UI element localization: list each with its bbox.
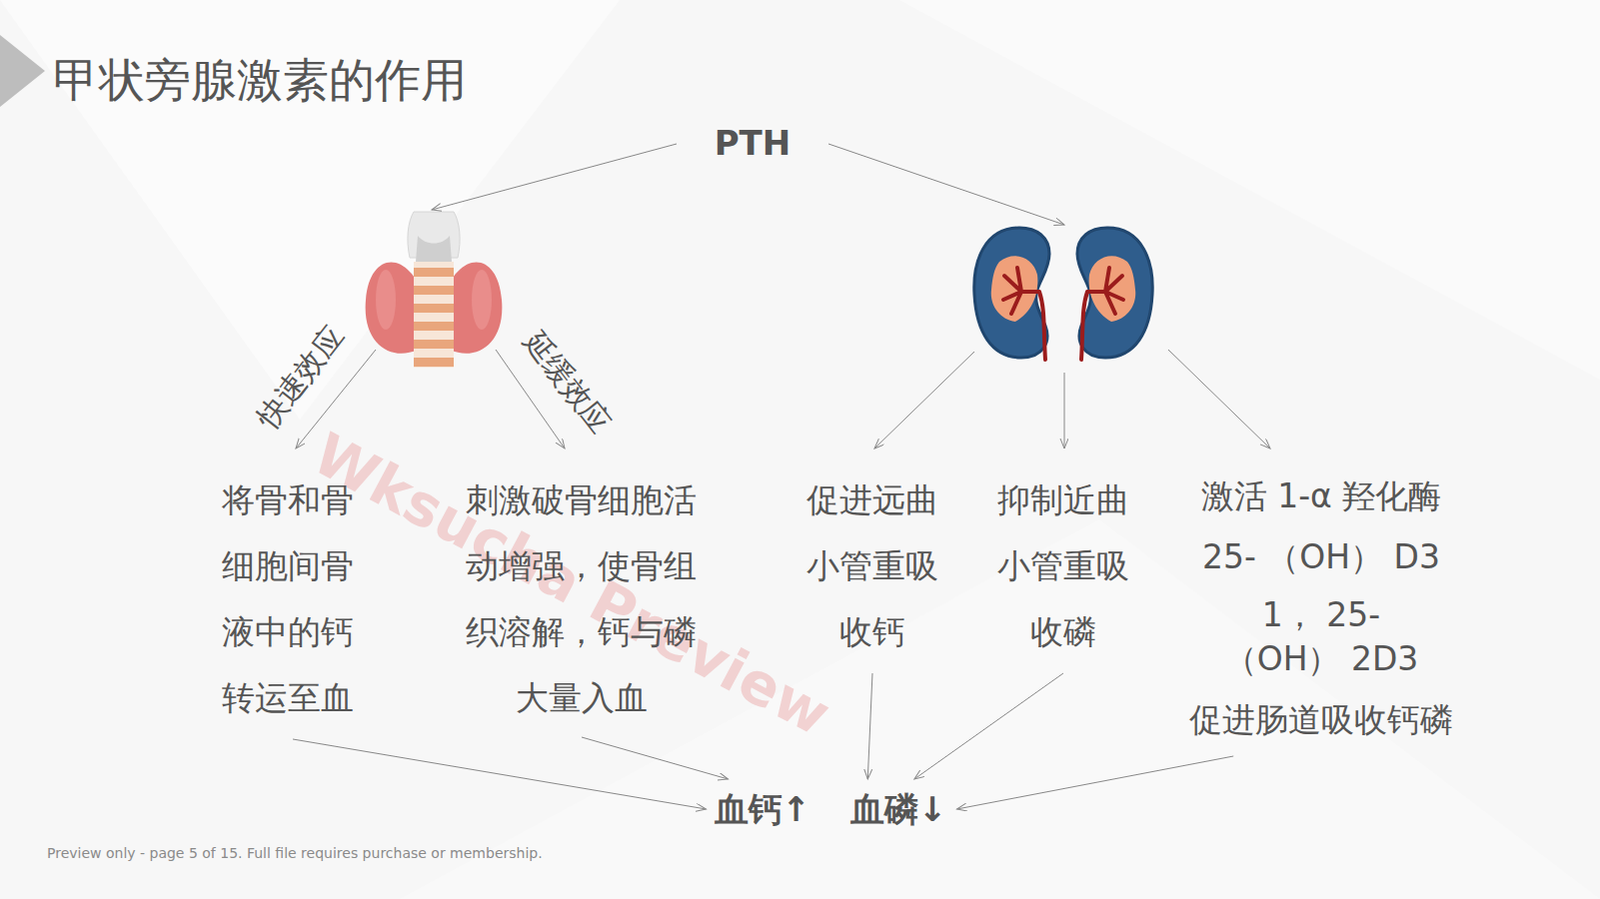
effect-text: 刺激破骨细胞活 动增强，使骨组 织溶解，钙与磷 大量入血 xyxy=(461,467,703,732)
slide-title: 甲状旁腺激素的作用 xyxy=(52,49,467,110)
effect-text: 促进远曲 小管重吸 收钙 xyxy=(801,467,944,666)
node-text: 促进肠道吸收钙磷 xyxy=(1164,689,1479,751)
effect-label: 延缓效应 xyxy=(513,322,620,443)
thyroid-illustration xyxy=(365,211,503,368)
hormone-name: PTH xyxy=(714,122,792,163)
result-text: 血钙↑ 血磷↓ xyxy=(714,789,948,830)
node-text: 将骨和骨 细胞间骨 液中的钙 转运至血 xyxy=(221,467,364,732)
node-text: 血磷↓ xyxy=(850,789,948,830)
node-text: 抑制近曲 小管重吸 收磷 xyxy=(992,467,1135,666)
connector-arrow xyxy=(292,739,707,810)
connector-arrow xyxy=(867,673,873,780)
node-text: 激活 1-α 羟化酶 xyxy=(1164,465,1479,527)
node-text: 刺激破骨细胞活 动增强，使骨组 织溶解，钙与磷 大量入血 xyxy=(461,467,703,732)
connector-arrow xyxy=(914,673,1064,780)
node-text: 1， 25- （OH） 2D3 xyxy=(1222,593,1421,682)
node-text: 促进远曲 小管重吸 收钙 xyxy=(801,467,944,666)
title-marker xyxy=(0,34,45,107)
leader-lines xyxy=(295,143,1271,449)
node-text: 25- （OH） D3 xyxy=(1164,526,1479,588)
effect-label: 快速效应 xyxy=(247,317,354,438)
enzyme-effect-text: 激活 1-α 羟化酶25- （OH） D31， 25- （OH） 2D3 促进肠道… xyxy=(1164,465,1479,751)
kidney-illustration xyxy=(974,227,1153,360)
connector-arrow xyxy=(957,756,1235,810)
footer-note: Preview only - page 5 of 15. Full file r… xyxy=(46,845,543,862)
effect-text: 抑制近曲 小管重吸 收磷 xyxy=(992,467,1135,666)
effect-text: 将骨和骨 细胞间骨 液中的钙 转运至血 xyxy=(221,467,364,732)
node-text: 血钙↑ xyxy=(714,789,812,830)
connector-arrow xyxy=(581,737,728,780)
node-text: PTH xyxy=(714,122,792,163)
